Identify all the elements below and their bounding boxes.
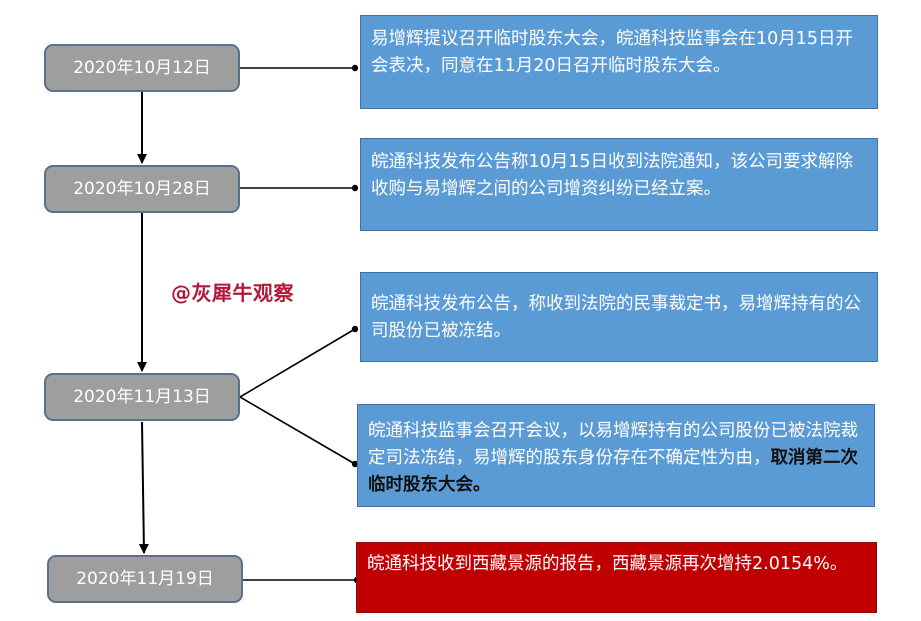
connector-dot-event4 (351, 460, 359, 468)
event-box-1: 易增辉提议召开临时股东大会，皖通科技监事会在10月15日开会表决，同意在11月2… (360, 15, 878, 109)
connector-dot-event2 (351, 184, 359, 192)
date-node-2020-10-28: 2020年10月28日 (44, 165, 240, 213)
connector-date3-event4 (239, 396, 356, 465)
event-text-5: 皖通科技收到西藏景源的报告，西藏景源再次增持2.0154%。 (367, 554, 848, 574)
event-text-1: 易增辉提议召开临时股东大会，皖通科技监事会在10月15日开会表决，同意在11月2… (371, 29, 854, 76)
event-box-5: 皖通科技收到西藏景源的报告，西藏景源再次增持2.0154%。 (356, 542, 877, 613)
event-text-4: 皖通科技监事会召开会议，以易增辉持有的公司股份已被法院裁定司法冻结，易增辉的股东… (368, 421, 858, 468)
arrow-date3-to-date4 (138, 421, 149, 554)
connector-dot-event3 (351, 325, 359, 333)
event-box-4: 皖通科技监事会召开会议，以易增辉持有的公司股份已被法院裁定司法冻结，易增辉的股东… (357, 404, 875, 507)
connector-date3-event3 (239, 328, 356, 398)
date-node-2020-10-12: 2020年10月12日 (44, 44, 240, 92)
date-node-2020-11-19: 2020年11月19日 (47, 555, 243, 603)
watermark-text: @灰犀牛观察 (171, 281, 294, 305)
event-text-2: 皖通科技发布公告称10月15日收到法院通知，该公司要求解除收购与易增辉之间的公司… (371, 152, 854, 199)
connector-dot-event1 (351, 64, 359, 72)
event-text-4-emphasis: 取消第二次临时股东大会。 (368, 448, 858, 495)
event-text-3: 皖通科技发布公告，称收到法院的民事裁定书，易增辉持有的公司股份已被冻结。 (371, 294, 861, 341)
event-box-2: 皖通科技发布公告称10月15日收到法院通知，该公司要求解除收购与易增辉之间的公司… (360, 138, 878, 231)
event-box-3: 皖通科技发布公告，称收到法院的民事裁定书，易增辉持有的公司股份已被冻结。 (360, 272, 878, 362)
date-node-2020-11-13: 2020年11月13日 (44, 373, 240, 421)
